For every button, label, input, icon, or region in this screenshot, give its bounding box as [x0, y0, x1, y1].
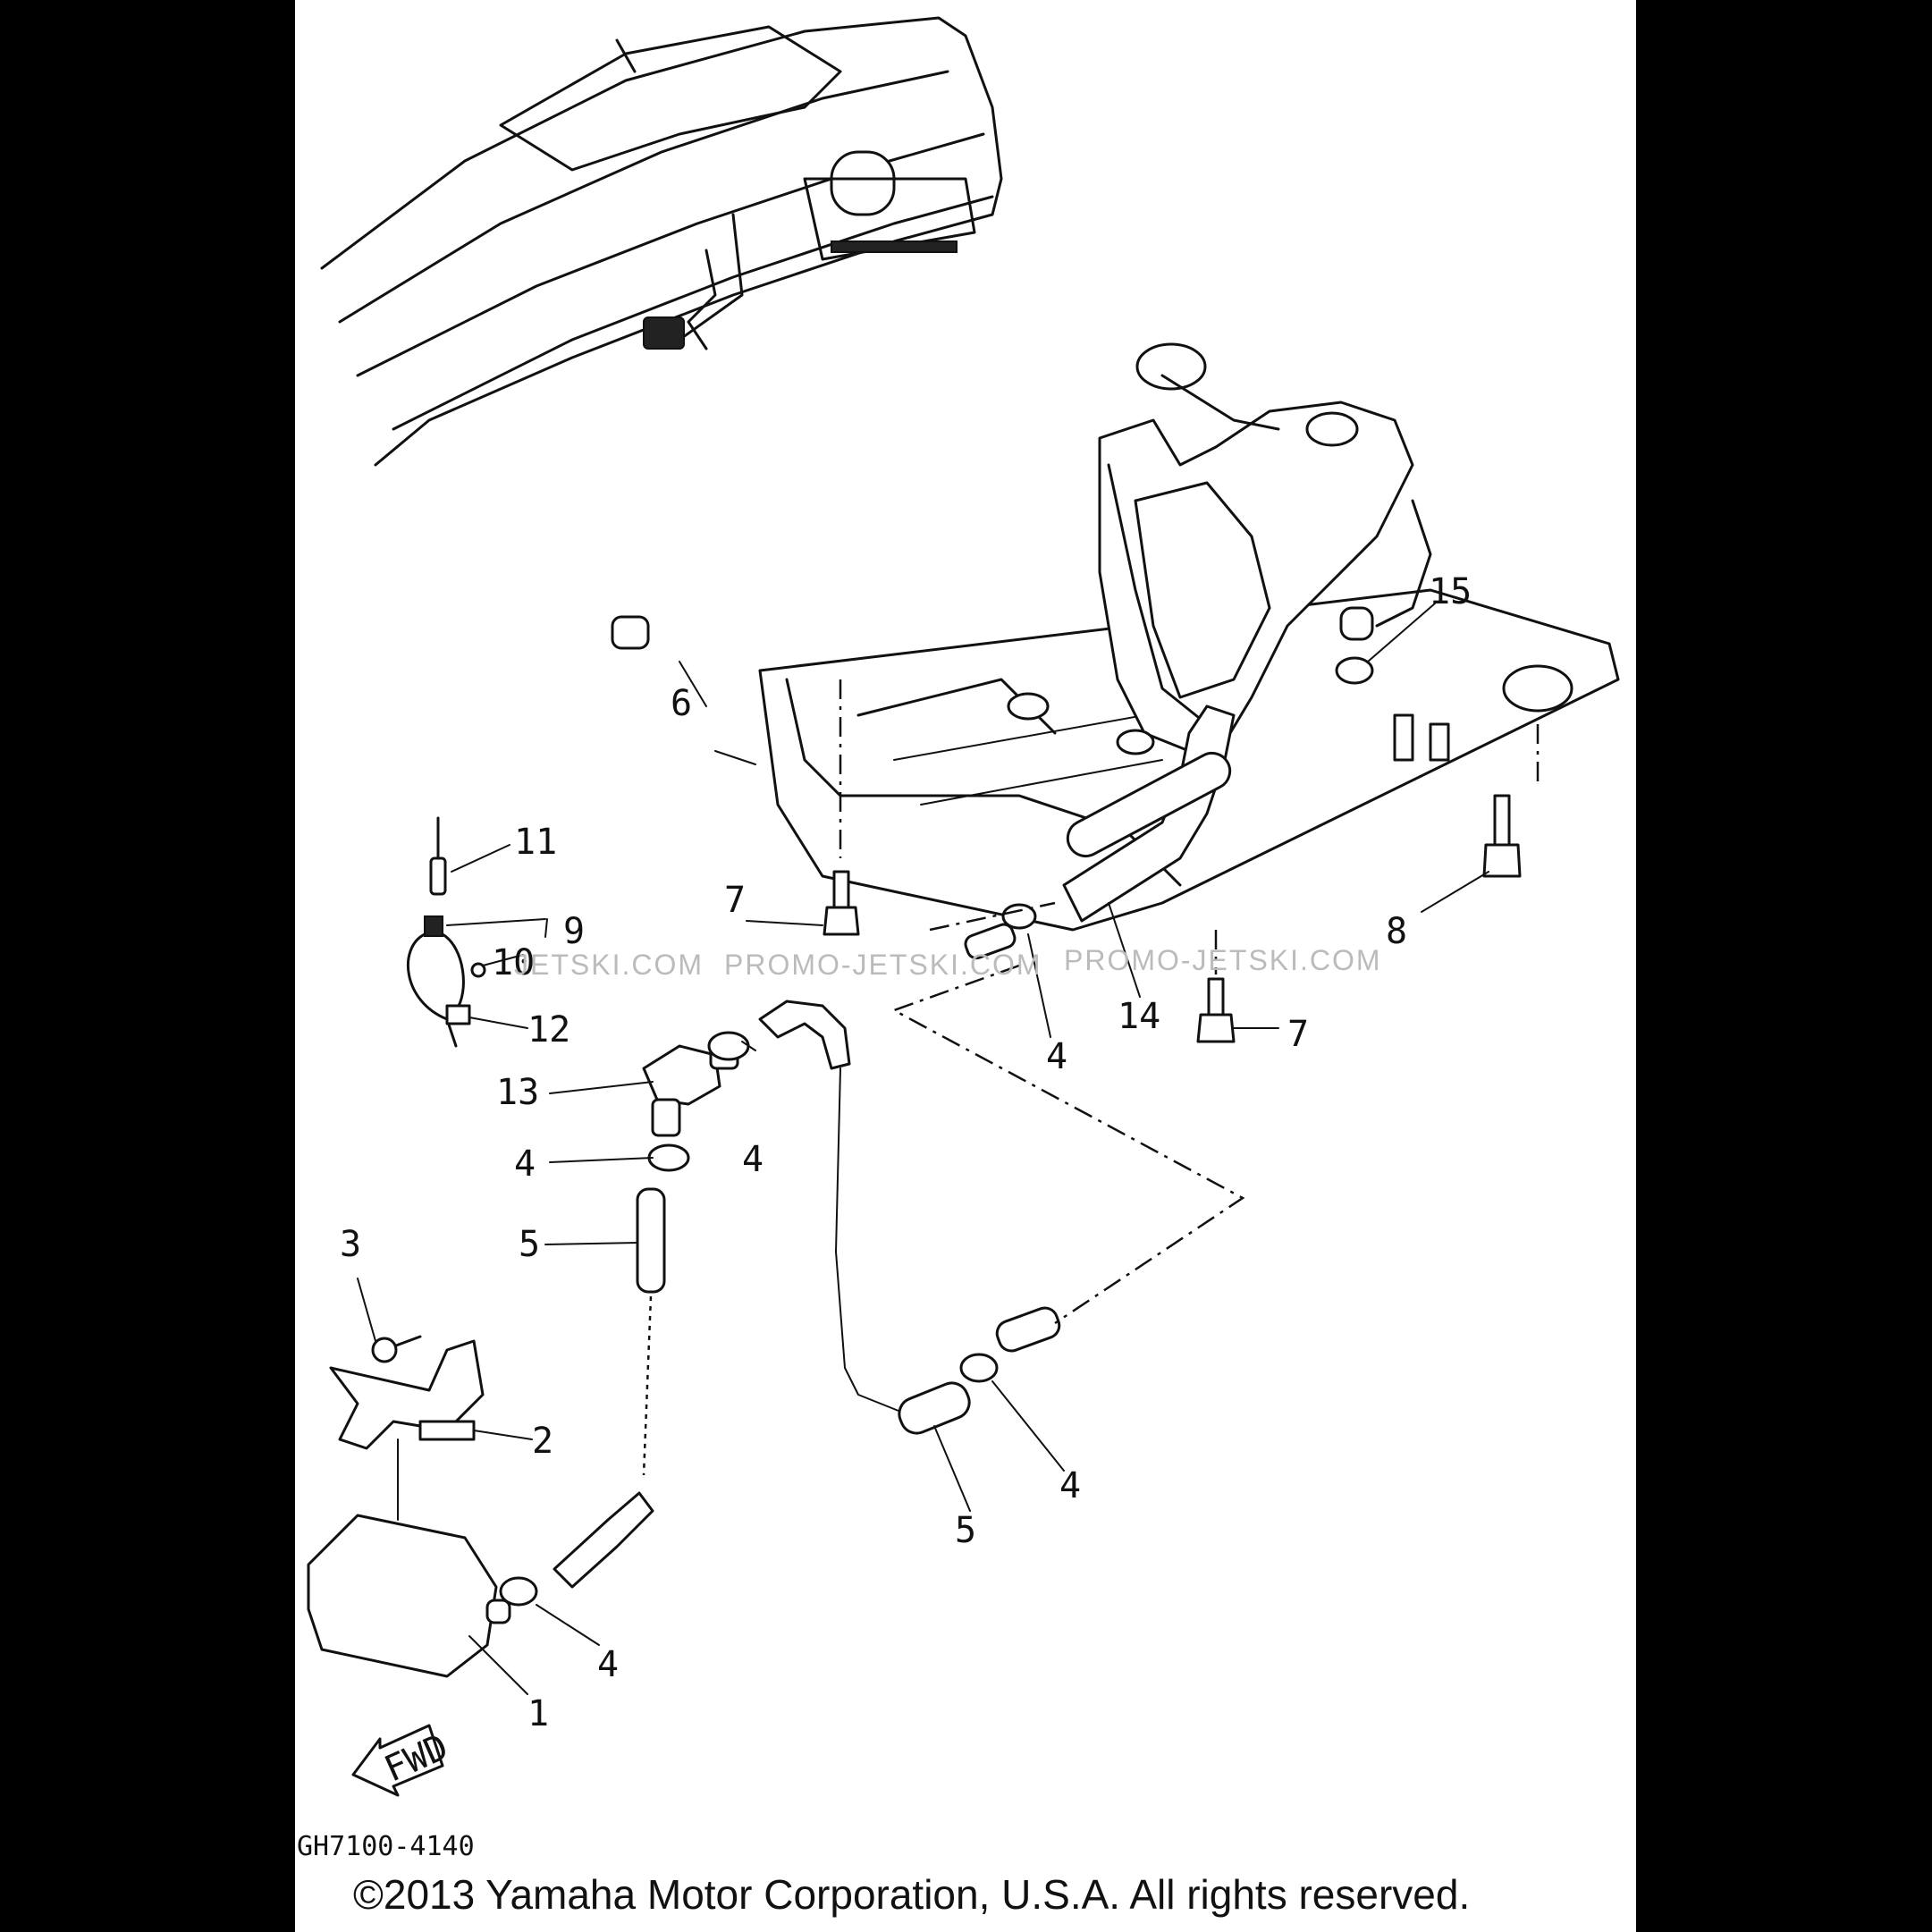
plug-part: [611, 615, 650, 650]
callout-5a: 5: [519, 1224, 540, 1265]
pump-housing: [758, 342, 1620, 932]
callout-7a: 7: [724, 880, 746, 921]
callout-labels: 1 2 3 4 4 4 4 4 5 5 6 7 7 8 9 10 11 12 1…: [340, 571, 1472, 1734]
callout-8: 8: [1386, 911, 1407, 952]
callout-2: 2: [532, 1421, 553, 1462]
callout-15: 15: [1429, 571, 1472, 612]
callout-4a: 4: [514, 1143, 536, 1185]
callout-11: 11: [514, 822, 557, 863]
callout-10: 10: [492, 942, 535, 983]
callout-7b: 7: [1287, 1014, 1309, 1055]
callout-12: 12: [527, 1009, 570, 1050]
callout-5b: 5: [955, 1510, 976, 1551]
drawing-code: GH7100-4140: [297, 1831, 475, 1862]
watermark-right: PROMO-JETSKI.COM: [1064, 944, 1382, 976]
callout-1: 1: [527, 1693, 549, 1734]
callout-4d: 4: [1059, 1465, 1081, 1506]
callout-6: 6: [671, 683, 692, 724]
callout-13: 13: [496, 1072, 539, 1113]
callout-4b: 4: [742, 1139, 764, 1180]
watermark-mid: PROMO-JETSKI.COM: [724, 949, 1042, 981]
hull-sketch: [320, 16, 1003, 467]
leader-lines: [357, 603, 1540, 1695]
diagram-sheet: [295, 0, 1636, 1932]
watermark-left: JETSKI.COM: [514, 949, 704, 981]
callout-4e: 4: [597, 1644, 619, 1685]
callout-3: 3: [340, 1224, 361, 1265]
parts: [307, 615, 1522, 1797]
callout-9: 9: [563, 911, 585, 952]
callout-14: 14: [1118, 996, 1160, 1037]
copyright-notice: ©2013 Yamaha Motor Corporation, U.S.A. A…: [353, 1871, 1470, 1918]
callout-4c: 4: [1046, 1036, 1067, 1077]
